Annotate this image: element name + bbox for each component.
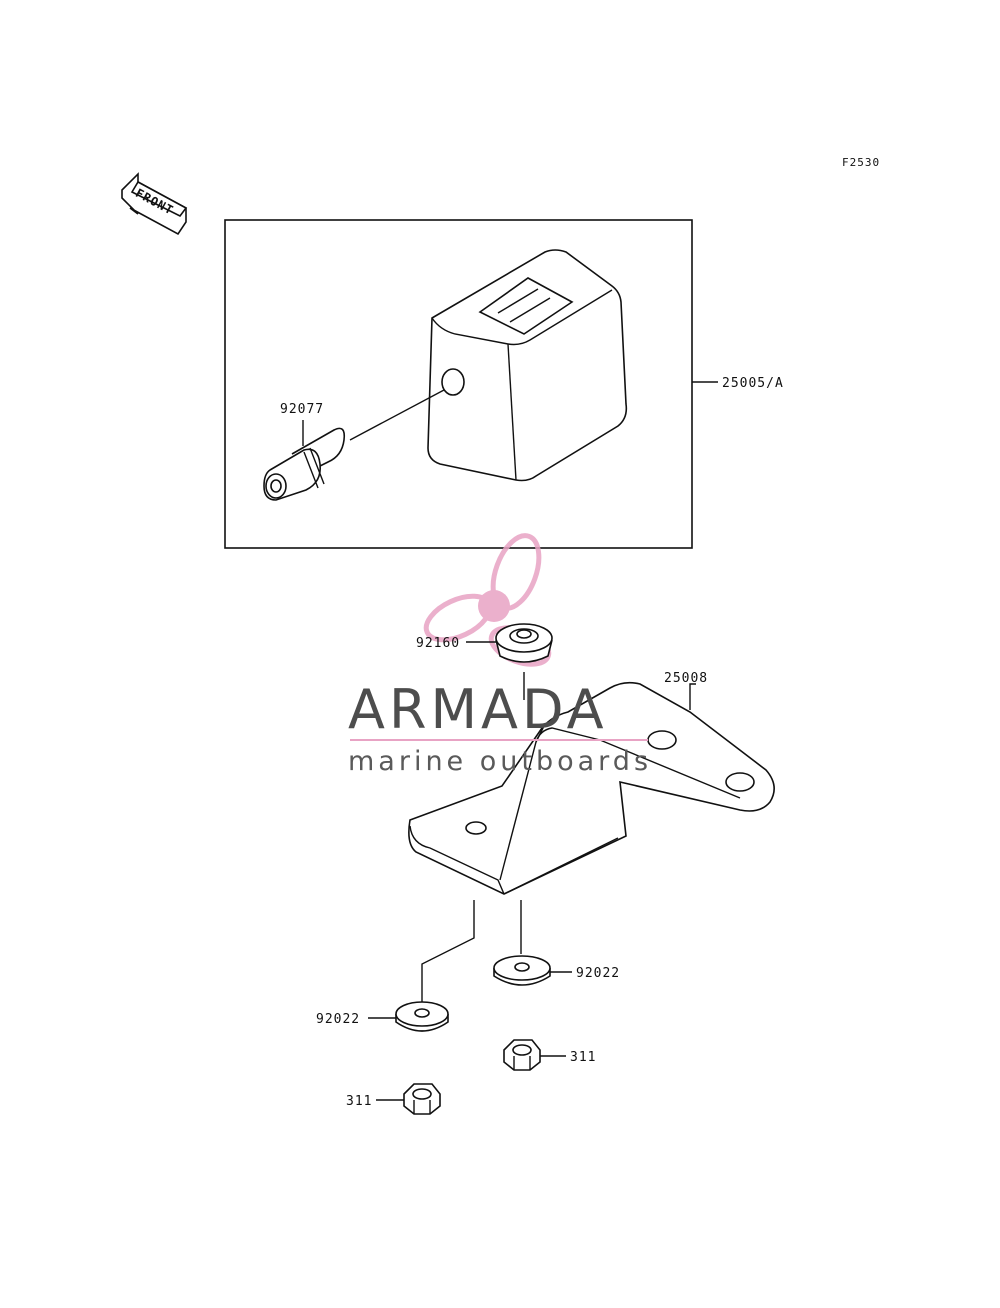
bracket-hole [465, 821, 487, 835]
meter-housing [427, 249, 628, 482]
watermark-brand: ARMADA [348, 678, 608, 741]
bracket-hole [647, 730, 677, 750]
watermark-tagline: marine outboards [348, 746, 652, 777]
figure-code: F2530 [842, 156, 880, 169]
front-arrow-icon: FRONT [121, 172, 188, 236]
fitting-92077 [263, 427, 346, 501]
label-92022-right: 92022 [576, 966, 620, 981]
label-25008: 25008 [664, 671, 708, 686]
nut-311-left [403, 1083, 441, 1115]
bracket-25008 [408, 681, 775, 895]
assembly-frame [224, 219, 693, 549]
washer-92022-left [395, 1001, 449, 1032]
nut-311-right [503, 1039, 541, 1071]
label-92077: 92077 [280, 402, 324, 417]
label-92160: 92160 [416, 636, 460, 651]
label-25005-A: 25005/A [722, 376, 784, 391]
housing-hole [441, 368, 465, 396]
bracket-hole [725, 772, 755, 792]
washer-92022-right [493, 955, 551, 986]
label-92022-left: 92022 [316, 1012, 360, 1027]
label-311-left: 311 [346, 1094, 372, 1109]
label-311-right: 311 [570, 1050, 596, 1065]
grommet-92160 [495, 623, 553, 663]
